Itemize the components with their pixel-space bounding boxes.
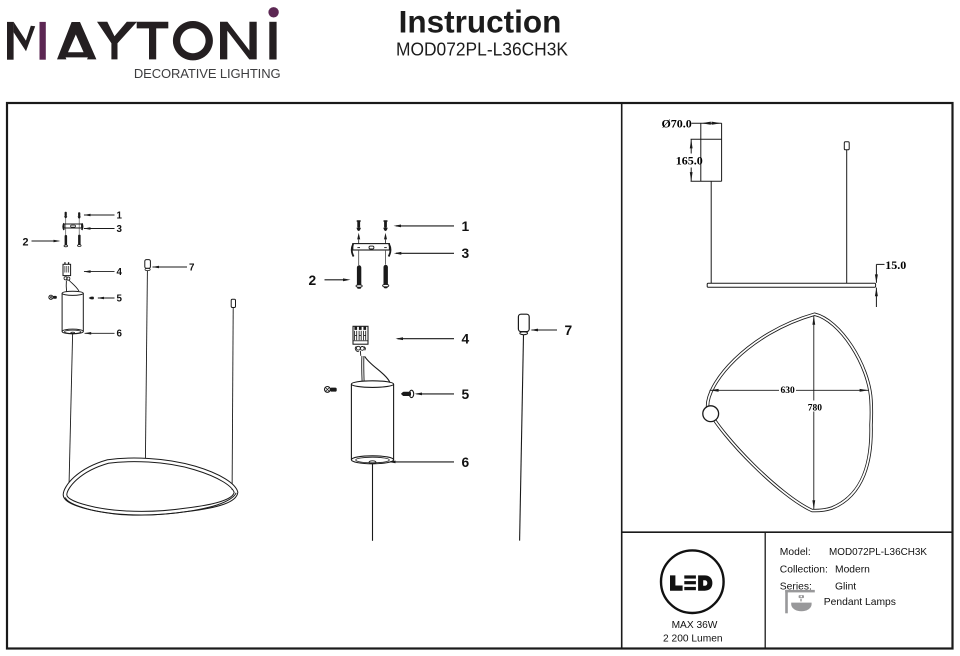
svg-text:7: 7	[565, 323, 573, 338]
svg-text:Instruction: Instruction	[399, 3, 562, 39]
svg-text:5: 5	[462, 387, 470, 402]
svg-text:DECORATIVE LIGHTING: DECORATIVE LIGHTING	[134, 66, 281, 81]
svg-text:4: 4	[117, 267, 123, 278]
svg-text:Pendant Lamps: Pendant Lamps	[824, 597, 896, 608]
svg-text:2 200 Lumen: 2 200 Lumen	[663, 634, 722, 645]
svg-text:6: 6	[462, 455, 470, 470]
svg-text:1: 1	[462, 219, 470, 234]
svg-text:Series:: Series:	[780, 582, 812, 593]
svg-text:Glint: Glint	[835, 582, 856, 593]
svg-text:Ø70.0: Ø70.0	[661, 116, 691, 130]
svg-text:2: 2	[309, 273, 317, 288]
svg-text:165.0: 165.0	[676, 153, 703, 167]
svg-text:Collection:: Collection:	[780, 565, 828, 576]
svg-text:2: 2	[23, 236, 29, 248]
svg-text:MOD072PL-L36CH3K: MOD072PL-L36CH3K	[396, 40, 568, 60]
svg-text:5: 5	[117, 293, 123, 304]
svg-text:630: 630	[780, 386, 795, 396]
svg-text:4: 4	[462, 332, 470, 347]
svg-text:3: 3	[117, 224, 123, 235]
svg-text:1: 1	[117, 210, 123, 221]
svg-text:3: 3	[462, 246, 470, 261]
svg-text:6: 6	[117, 329, 123, 340]
svg-text:MAX 36W: MAX 36W	[672, 620, 718, 631]
svg-text:Model:: Model:	[780, 547, 811, 558]
svg-text:7: 7	[189, 262, 195, 273]
svg-text:Modern: Modern	[835, 565, 870, 576]
svg-text:MOD072PL-L36CH3K: MOD072PL-L36CH3K	[829, 547, 927, 558]
svg-text:15.0: 15.0	[885, 258, 906, 272]
svg-text:780: 780	[808, 403, 823, 413]
